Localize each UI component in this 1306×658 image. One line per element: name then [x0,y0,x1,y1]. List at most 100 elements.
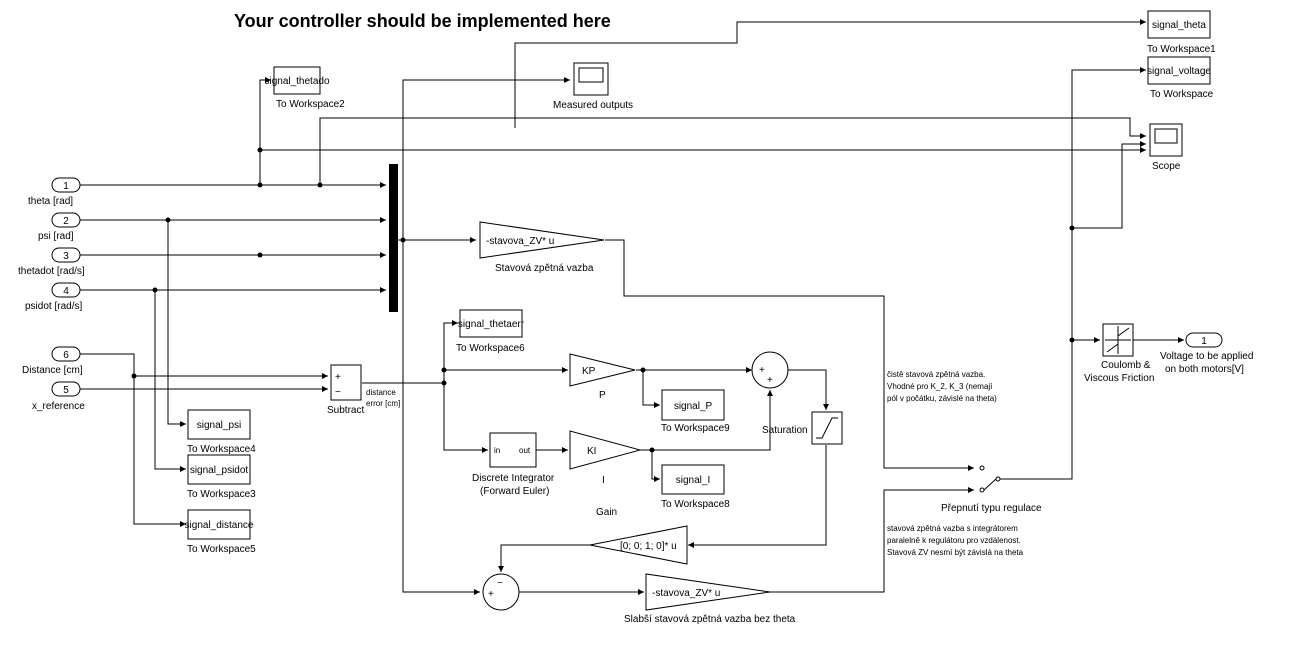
svg-text:To Workspace1: To Workspace1 [1147,44,1216,55]
svg-text:signal_psidot: signal_psidot [190,465,249,476]
svg-text:signal_voltage: signal_voltage [1147,66,1211,77]
svg-text:+: + [335,372,341,383]
to-workspace-psidot[interactable]: signal_psidot To Workspace3 [187,454,256,500]
svg-text:on both motors[V]: on both motors[V] [1165,364,1244,375]
svg-text:Voltage to be applied: Voltage to be applied [1160,351,1253,362]
svg-text:To Workspace3: To Workspace3 [187,489,256,500]
inport-label: psidot [rad/s] [25,301,82,312]
to-workspace-psi[interactable]: signal_psi To Workspace4 [187,409,256,455]
to-workspace-thetadot[interactable]: signal_thetado To Workspace2 [264,66,345,110]
sum-bottom[interactable]: − + [482,573,520,611]
gain-caption: Gain [596,507,617,518]
gain-state-feedback[interactable]: -stavova_ZV* u Stavová zpětná vazba [479,221,605,274]
outport-voltage[interactable]: 1 Voltage to be applied on both motors[V… [1160,332,1253,375]
svg-text:P: P [599,390,606,401]
svg-text:signal_distance: signal_distance [185,520,254,531]
svg-text:+: + [767,375,773,386]
svg-text:1: 1 [1201,336,1207,347]
svg-text:signal_P: signal_P [674,401,713,412]
diagram-title: Your controller should be implemented he… [234,11,611,31]
gain-select-thetadot[interactable]: [0; 0; 1; 0]* u [589,525,688,565]
svg-text:out: out [519,446,531,455]
svg-text:4: 4 [63,286,69,297]
to-workspace-theta[interactable]: signal_theta To Workspace1 [1147,10,1216,55]
svg-text:Scope: Scope [1152,161,1181,172]
to-workspace-p[interactable]: signal_P To Workspace9 [661,389,730,434]
inport-theta[interactable]: 1 theta [rad] [28,177,81,207]
manual-switch[interactable]: Přepnutí typu regulace [941,465,1042,514]
inport-distance[interactable]: 6 Distance [cm] [22,346,83,376]
svg-text:To Workspace: To Workspace [1150,89,1214,100]
svg-text:Saturation: Saturation [762,425,808,436]
gain-i[interactable]: KI I [569,430,642,486]
gain-weak-feedback[interactable]: -stavova_ZV* u Slabší stavová zpětná vaz… [624,573,796,625]
arrowheads [180,19,1184,595]
sum-pi[interactable]: + + [751,351,789,389]
svg-text:signal_I: signal_I [676,475,710,486]
inport-label: theta [rad] [28,196,73,207]
inport-label: thetadot [rad/s] [18,266,85,277]
saturation-block[interactable]: Saturation [762,411,843,445]
inport-x-reference[interactable]: 5 x_reference [32,381,85,412]
distance-error-label: error [cm] [366,399,400,408]
svg-text:(Forward Euler): (Forward Euler) [480,486,549,497]
inport-label: x_reference [32,401,85,412]
svg-text:−: − [497,578,503,589]
svg-text:paralelně k regulátoru pro vzd: paralelně k regulátoru pro vzdálenost. [887,536,1021,545]
svg-text:čistě stavová zpětná vazba.: čistě stavová zpětná vazba. [887,370,985,379]
svg-text:-stavova_ZV* u: -stavova_ZV* u [652,588,720,599]
to-workspace-i[interactable]: signal_I To Workspace8 [661,464,730,510]
svg-text:signal_thetado: signal_thetado [264,76,329,87]
svg-text:Coulomb &: Coulomb & [1101,360,1151,371]
svg-text:Measured outputs: Measured outputs [553,100,633,111]
svg-text:Přepnutí typu regulace: Přepnutí typu regulace [941,503,1042,514]
svg-text:To Workspace6: To Workspace6 [456,343,525,354]
note-pure-state-feedback: čistě stavová zpětná vazba. Vhodné pro K… [887,370,997,403]
svg-text:signal_psi: signal_psi [197,420,241,431]
svg-text:in: in [494,446,500,455]
svg-text:To Workspace8: To Workspace8 [661,499,730,510]
inport-thetadot[interactable]: 3 thetadot [rad/s] [18,247,85,277]
svg-text:Stavová ZV nesmí být závislá n: Stavová ZV nesmí být závislá na theta [887,548,1024,557]
svg-text:Subtract: Subtract [327,405,364,416]
junction-dots [131,147,1075,453]
inport-label: psi [rad] [38,231,74,242]
discrete-integrator[interactable]: in out Discrete Integrator (Forward Eule… [472,432,555,497]
svg-text:+: + [488,589,494,600]
svg-text:KI: KI [587,446,596,457]
svg-text:I: I [602,475,605,486]
svg-text:signal_thetaerr: signal_thetaerr [458,319,525,330]
svg-text:5: 5 [63,385,69,396]
mux-block[interactable] [389,164,398,312]
svg-text:signal_theta: signal_theta [1152,20,1206,31]
svg-text:−: − [335,387,341,398]
distance-error-label: distance [366,388,396,397]
gain-p[interactable]: KP P [569,353,636,401]
svg-text:[0; 0; 1; 0]* u: [0; 0; 1; 0]* u [620,541,677,552]
inport-label: Distance [cm] [22,365,83,376]
svg-text:To Workspace4: To Workspace4 [187,444,256,455]
svg-text:+: + [759,365,765,376]
subtract-block[interactable]: + − Subtract [327,364,364,416]
to-workspace-distance[interactable]: signal_distance To Workspace5 [185,509,257,555]
svg-text:Vhodné pro K_2, K_3 (nemají: Vhodné pro K_2, K_3 (nemají [887,382,993,391]
svg-text:pól v počátku, závislé na thet: pól v počátku, závislé na theta) [887,394,997,403]
svg-text:-stavova_ZV* u: -stavova_ZV* u [486,236,554,247]
inport-psi[interactable]: 2 psi [rad] [38,212,81,242]
to-workspace-thetaerr[interactable]: signal_thetaerr To Workspace6 [456,309,525,354]
svg-text:stavová zpětná vazba s integrá: stavová zpětná vazba s integrátorem [887,524,1018,533]
to-workspace-voltage[interactable]: signal_voltage To Workspace [1147,56,1214,100]
inport-psidot[interactable]: 4 psidot [rad/s] [25,282,82,312]
svg-text:3: 3 [63,251,69,262]
scope-measured-outputs[interactable]: Measured outputs [553,62,633,111]
svg-text:To Workspace5: To Workspace5 [187,544,256,555]
svg-text:Stavová zpětná vazba: Stavová zpětná vazba [495,263,594,274]
svg-text:2: 2 [63,216,69,227]
svg-text:1: 1 [63,181,69,192]
scope-main[interactable]: Scope [1149,123,1183,172]
svg-text:6: 6 [63,350,69,361]
svg-text:Discrete Integrator: Discrete Integrator [472,473,555,484]
coulomb-viscous-friction[interactable]: Coulomb & Viscous Friction [1084,323,1154,384]
svg-text:Viscous Friction: Viscous Friction [1084,373,1154,384]
